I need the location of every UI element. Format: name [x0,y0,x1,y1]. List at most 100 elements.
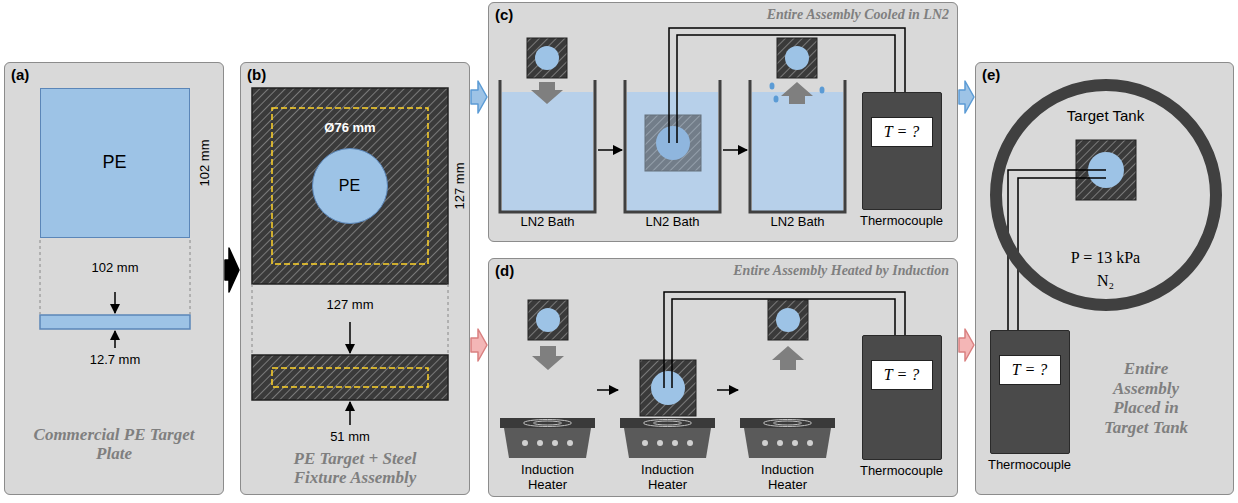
induction-heaters [567,440,573,446]
fixture-drawing [252,88,448,425]
dimension-label: 102 mm [92,261,139,276]
induction-heaters [522,440,528,446]
induction-heaters [717,389,738,391]
ln2-baths [777,38,817,78]
panel-caption: PE Target + Steel Fixture Assembly [269,449,441,488]
flow-arrow [225,248,239,292]
panel-ground [488,258,958,497]
plate-drawing [40,240,41,314]
ln2-baths [770,83,775,90]
induction-heaters [792,440,798,446]
thermocouple-reader: T = ?Thermocouple [862,335,942,460]
panel-ground [4,2,1234,497]
induction-heaters [532,346,564,370]
induction-heaters [776,308,800,332]
temperature-readout: T = ? [871,117,933,147]
ln2-baths [645,115,701,171]
heater-label: Induction Heater [508,463,588,493]
pe-plate: PE [40,88,190,238]
ln2-baths [723,149,747,151]
bath-label: LN2 Bath [645,215,699,230]
tank-label: Target Tank [1002,107,1210,124]
induction-heaters [762,440,768,446]
induction-heaters [764,420,812,427]
fixture-drawing [349,322,351,353]
ln2-baths [656,126,690,160]
temperature-readout: T = ? [871,360,933,390]
ln2-baths [531,82,563,104]
thermocouple-reader: T = ?Thermocouple [862,92,942,210]
flow-arrow [959,81,974,113]
dimension-label: 12.7 mm [90,353,141,368]
panel-letter: (a) [11,66,29,83]
plate-drawing [114,292,116,313]
temperature-readout: T = ? [999,355,1061,385]
ln2-baths [774,96,779,103]
heater-label: Induction Heater [748,463,828,493]
panel-letter: (b) [247,66,266,83]
thermocouple-reader: T = ?Thermocouple [990,330,1070,454]
material-label: PE [313,149,387,223]
induction-heaters [807,440,813,446]
induction-heaters [740,418,835,428]
induction-heaters [534,421,562,425]
induction-heaters [644,420,692,427]
induction-heaters [744,428,831,458]
induction-heaters [524,420,572,427]
induction-heaters [768,300,808,340]
induction-heaters [500,292,905,458]
induction-heaters [537,440,543,446]
plate-drawing [190,240,191,314]
induction-heaters [687,440,693,446]
ln2-baths [627,92,718,211]
induction-heaters [620,418,715,428]
material-label: PE [41,89,189,237]
step-panel: (c)Entire Assembly Cooled in LN2T = ?The… [488,2,958,242]
induction-heaters [777,440,783,446]
heater-label: Induction Heater [628,463,708,493]
fixture-drawing [272,108,428,264]
ln2-baths [500,28,905,212]
target-tank: Target TankP = 13 kPaN₂ [990,79,1222,311]
dimension-label: 127 mm [327,298,374,313]
ln2-baths [752,92,843,211]
device-label: Thermocouple [833,213,971,228]
induction-heaters [657,440,663,446]
dimension-label: Ø76 mm [324,121,375,136]
flow-arrow [471,81,487,113]
induction-heaters [774,421,802,425]
panel-ground [488,2,958,242]
ln2-baths [781,82,813,104]
flow-arrow [959,329,974,361]
ln2-baths [500,80,595,212]
step-panel: (b) PE Target + Steel Fixture Assembly PE [240,62,470,495]
plate-drawing [40,240,190,348]
ln2-baths [598,149,622,151]
induction-heaters [672,440,678,446]
panel-caption: Entire Assembly Cooled in LN2 [767,7,949,23]
induction-heaters [528,300,568,340]
ln2-baths [785,46,809,70]
fixture-drawing [252,284,253,354]
fixture-drawing [448,284,449,354]
ln2-baths [535,46,559,70]
panel-ground [975,62,1234,495]
fixture-drawing [349,402,351,425]
device-label: Thermocouple [961,457,1099,472]
induction-heaters [772,346,804,370]
fixture-drawing [252,355,448,400]
ln2-baths [750,80,845,212]
induction-heaters [642,440,648,446]
dimension-label: 51 mm [330,430,370,445]
panel-caption: Commercial PE Target Plate [25,425,203,464]
induction-heaters [624,428,711,458]
panel-ground [4,62,224,495]
panel-letter: (e) [982,66,1000,83]
ln2-baths [502,92,593,211]
induction-heaters [552,440,558,446]
bath-label: LN2 Bath [770,215,824,230]
step-panel: (d)Entire Assembly Heated by InductionT … [488,258,958,497]
induction-heaters [597,389,618,391]
panel-ground [240,62,470,495]
